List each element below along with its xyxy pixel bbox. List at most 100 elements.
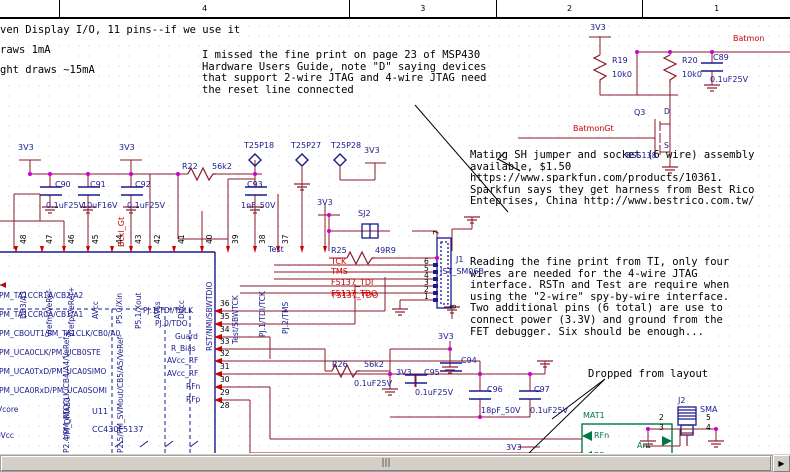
ic-top-pin-37: 37 <box>281 234 290 244</box>
match-net-pin-ant: Ant <box>637 441 651 450</box>
cap-c89-val: 0.1uF25V <box>710 75 749 84</box>
power-label-3v3-c95: 3V3 <box>396 368 412 377</box>
net-label-f5137-tdo: F5137_TDO <box>331 289 378 298</box>
res-r25-val: 49R9 <box>375 246 396 255</box>
match-net-pin-rfp: RFp <box>594 451 609 453</box>
connector-j2-ref: J2 <box>678 396 686 405</box>
ic-right-pin-label-32: AVcc_RF <box>167 356 199 365</box>
connector-j1-part: JST_SM06B <box>440 267 484 276</box>
connector-j2-pin-3: 3 <box>659 423 664 432</box>
cap-c96-ref: C96 <box>487 385 503 394</box>
res-r20-val: 10k0 <box>682 70 702 79</box>
zone-cell-1: 1 <box>714 4 720 13</box>
testpoint-label-t25p27: T25P27 <box>291 141 322 150</box>
ic-top-pin-39: 39 <box>231 234 240 244</box>
res-r22-val: 56k2 <box>212 162 232 171</box>
res-r22-ref: R22 <box>182 162 198 171</box>
ic-top-pin-48: 48 <box>19 234 28 244</box>
ic-right-pin-label-31: AVcc_RF <box>167 369 199 378</box>
ic-top-pin-41: 41 <box>177 234 186 244</box>
match-net-pin-rfn: RFn <box>594 431 610 440</box>
ic-right-pin-num-35: 35 <box>220 312 230 321</box>
cap-c97-ref: C97 <box>534 385 550 394</box>
ic-top-pin-46: 46 <box>67 234 76 244</box>
ic-right-pin-num-36: 36 <box>220 299 230 308</box>
net-label-f5137-tdo-right: F5137_TDO <box>332 291 379 300</box>
ic-top-pin-45: 45 <box>91 234 100 244</box>
ic-right-pin-label-29: RFp <box>186 395 201 404</box>
ic-right-pin-label-34: Guard <box>175 332 198 341</box>
connector-j2-pin-2: 2 <box>659 413 664 422</box>
note-backlight-draws: ght draws ~15mA <box>0 64 95 76</box>
scrollbar-track[interactable]: ||| <box>0 454 773 472</box>
connector-j1-pin-3: 3 <box>424 278 429 287</box>
res-r19-ref: R19 <box>612 56 628 65</box>
res-r20-ref: R20 <box>682 56 698 65</box>
schematic-graphics-layer <box>0 36 790 453</box>
note-ti-fine-print: Reading the fine print from TI, only fou… <box>470 256 730 338</box>
cap-c95-val: 0.1uF25V <box>415 388 454 397</box>
scrollbar-thumb[interactable]: ||| <box>1 455 771 471</box>
connector-j1-pin-1: 1 <box>424 292 429 301</box>
ic-right-pin-label-33: R_Bias <box>171 344 196 353</box>
jumper-sj2-ref: SJ2 <box>358 209 371 218</box>
ic-u11-part: CC430F5137 <box>92 425 144 434</box>
ic-top-pin-44: 44 <box>115 234 124 244</box>
ic-right-pin-num-34: 34 <box>220 325 230 334</box>
ic-right-pin-num-31: 31 <box>220 362 230 371</box>
ic-top-pin-43: 43 <box>134 234 143 244</box>
mosfet-q3-source-pin: S <box>664 141 669 150</box>
ic-top-pinname-pj1-tdi: PJ.1/TDI/TCK <box>258 291 267 337</box>
cap-c97-val: 0.1uF25V <box>530 406 569 415</box>
note-draws-1ma: raws 1mA <box>0 44 51 56</box>
ic-side-label-pm-dmae0: PM_DMAE0 <box>63 397 72 439</box>
connector-j1-ref: J1 <box>456 255 464 264</box>
res-r26-ref: R26 <box>332 360 348 369</box>
ic-left-label-dvcc: DVcc <box>0 431 15 440</box>
horizontal-scrollbar[interactable]: ||| ▶ <box>0 453 790 472</box>
ic-top-pin-47: 47 <box>45 234 54 244</box>
res-r25-ref: R25 <box>331 246 347 255</box>
zone-cell-pad <box>0 0 61 17</box>
ic-right-pin-num-29: 29 <box>220 388 230 397</box>
cap-c93-ref: C93 <box>247 180 263 189</box>
ic-right-pin-num-32: 32 <box>220 349 230 358</box>
ic-right-pin-num-30: 30 <box>220 375 230 384</box>
ic-left-label-p2-2: P2.2/PM_TA1CCR1A/CB2/A2 <box>0 291 84 300</box>
ic-top-pin-42: 42 <box>153 234 162 244</box>
connector-j1-pin-2: 2 <box>424 285 429 294</box>
testpoint-label-t25p28: T25P28 <box>331 141 362 150</box>
net-label-test: Test <box>268 245 284 254</box>
ic-left-label-p1-6: P1.6/PM_UCA0TxD/PM_UCA0SIMO <box>0 367 107 376</box>
cap-c90-val: 0.1uF25V <box>46 201 85 210</box>
note-dropped-from-layout: Dropped from layout <box>588 368 709 380</box>
power-label-3v3-c94: 3V3 <box>438 332 454 341</box>
net-label-tms: TMS <box>331 267 348 276</box>
cap-c89-ref: C89 <box>713 53 729 62</box>
zone-cell-3: 3 <box>350 0 497 17</box>
ic-top-pinname-test-sbwtck: Test/SBWTCK <box>231 295 240 344</box>
ic-right-pin-num-33: 33 <box>220 337 230 346</box>
connector-j1-pin-6: 6 <box>424 257 429 266</box>
scroll-right-arrow-icon[interactable]: ▶ <box>773 454 790 472</box>
connector-j2-part: SMA <box>700 405 718 414</box>
net-label-f5137-tdi: F5137_TDI <box>331 278 374 287</box>
ic-right-pin-label-35: PJ.0/TDO <box>155 319 188 328</box>
mosfet-q3-drain-pin: D <box>664 107 670 116</box>
zone-cell-2: 2 <box>497 0 644 17</box>
ic-top-pinname-pj2-tms: PJ.2/TMS <box>281 301 290 334</box>
mosfet-q3-ref: Q3 <box>634 108 646 117</box>
net-label-tck: TCK <box>331 257 347 266</box>
power-label-3v3-bottom: 3V3 <box>506 443 522 452</box>
note-mating-jumper: Mating SH jumper and socket (6 wire) ass… <box>470 149 755 208</box>
cap-c94-ref: C94 <box>461 356 477 365</box>
ic-left-label-p2-0: P2.0/PM_CBOUT1/PM_TA1CLK/CB0/A0 <box>0 329 121 338</box>
ic-right-pin-label-36: PJ.1/TDI/TCLK <box>143 306 193 315</box>
connector-j1-pin-8: 8 <box>449 304 458 309</box>
schematic-canvas[interactable]: ven Display I/O, 11 pins--if we use it r… <box>0 19 790 453</box>
ic-left-label-p2-1: P2.1/PM_TA1CCR0A/CB1/A1 <box>0 310 84 319</box>
cap-c91-val: 10uF16V <box>82 201 118 210</box>
cap-c92-val: 0.1uF25V <box>127 201 166 210</box>
connector-j2-pin-5: 5 <box>706 413 711 422</box>
